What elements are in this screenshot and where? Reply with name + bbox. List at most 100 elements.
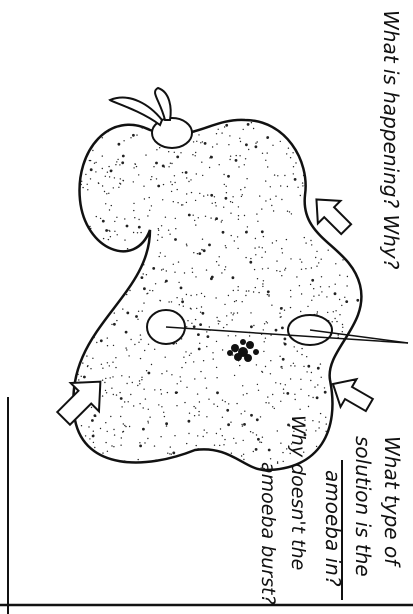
cytoplasm-dot [137, 232, 138, 233]
cytoplasm-dot [151, 205, 152, 206]
cytoplasm-dot [102, 137, 103, 138]
cytoplasm-dot [114, 434, 115, 435]
cytoplasm-dot [261, 371, 262, 372]
cytoplasm-dot [202, 175, 203, 176]
cytoplasm-dot [294, 346, 295, 347]
cytoplasm-dot [192, 268, 193, 269]
cytoplasm-dot [195, 155, 196, 156]
cytoplasm-dot [90, 160, 91, 161]
cytoplasm-dot [197, 435, 198, 436]
cytoplasm-dot [194, 378, 195, 379]
cytoplasm-dot [292, 152, 293, 153]
cytoplasm-dot [265, 160, 266, 161]
cytoplasm-dot [127, 248, 128, 249]
cytoplasm-dot [190, 295, 191, 296]
cytoplasm-dot [152, 290, 153, 291]
cytoplasm-dot [301, 348, 302, 349]
cytoplasm-dot [202, 312, 205, 315]
cytoplasm-dot [197, 393, 198, 394]
cytoplasm-dot [149, 197, 150, 198]
cytoplasm-dot [186, 245, 187, 246]
cytoplasm-dot [275, 329, 278, 332]
cytoplasm-dot [85, 174, 86, 175]
cytoplasm-dot [157, 185, 160, 188]
cytoplasm-dot [116, 161, 117, 162]
cytoplasm-dot [299, 285, 300, 286]
cytoplasm-dot [154, 445, 155, 446]
cytoplasm-dot [294, 365, 295, 366]
cytoplasm-dot [161, 237, 162, 238]
cytoplasm-dot [116, 394, 117, 395]
cytoplasm-dot [265, 180, 266, 181]
cytoplasm-dot [117, 234, 118, 235]
cytoplasm-dot [196, 308, 197, 309]
cytoplasm-dot [119, 183, 120, 184]
cytoplasm-dot [108, 131, 109, 132]
cytoplasm-dot [296, 276, 297, 277]
question-solution-type-line1: What type of [380, 436, 404, 568]
cytoplasm-dot [275, 196, 276, 197]
cytoplasm-dot [193, 325, 196, 328]
cytoplasm-dot [113, 345, 114, 346]
cytoplasm-dot [228, 403, 229, 404]
cytoplasm-dot [235, 159, 238, 162]
cytoplasm-dot [281, 275, 282, 276]
cytoplasm-dot [286, 153, 287, 154]
cytoplasm-dot [255, 254, 256, 255]
cytoplasm-dot [254, 269, 255, 270]
cytoplasm-dot [205, 216, 206, 217]
cytoplasm-dot [279, 313, 280, 314]
cytoplasm-dot [174, 152, 175, 153]
cytoplasm-dot [175, 228, 176, 229]
cytoplasm-dot [316, 266, 317, 267]
cytoplasm-dot [174, 182, 175, 183]
cytoplasm-dot [138, 342, 139, 343]
cytoplasm-dot [170, 181, 171, 182]
cytoplasm-dot [108, 239, 109, 240]
cytoplasm-dot [265, 402, 266, 403]
cytoplasm-dot [148, 409, 149, 410]
cytoplasm-dot [138, 226, 141, 229]
cytoplasm-dot [124, 425, 125, 426]
cytoplasm-dot [169, 453, 170, 454]
cytoplasm-dot [214, 196, 215, 197]
cytoplasm-dot [252, 432, 253, 433]
cytoplasm-dot [161, 393, 162, 394]
cytoplasm-dot [216, 377, 217, 378]
cytoplasm-dot [212, 203, 213, 204]
cytoplasm-dot [262, 268, 263, 269]
cytoplasm-dot [317, 311, 318, 312]
cytoplasm-dot [186, 193, 187, 194]
cytoplasm-dot [267, 294, 268, 295]
cytoplasm-dot [207, 335, 210, 338]
cytoplasm-dot [177, 189, 178, 190]
cytoplasm-dot [275, 382, 276, 383]
cytoplasm-dot [290, 378, 291, 379]
cytoplasm-dot [225, 197, 228, 200]
cytoplasm-dot [102, 168, 103, 169]
cytoplasm-dot [226, 315, 227, 316]
cytoplasm-dot [209, 167, 210, 168]
cytoplasm-dot [310, 380, 311, 381]
cytoplasm-dot [270, 458, 271, 459]
cytoplasm-dot [198, 217, 199, 218]
cytoplasm-dot [144, 442, 145, 443]
cytoplasm-dot [311, 372, 312, 373]
cytoplasm-dot [233, 438, 234, 439]
cytoplasm-dot [114, 177, 115, 178]
cytoplasm-dot [117, 159, 118, 160]
cytoplasm-dot [139, 403, 140, 404]
cytoplasm-dot [215, 297, 216, 298]
cytoplasm-dot [290, 290, 291, 291]
cytoplasm-dot [140, 358, 141, 359]
cytoplasm-dot [95, 416, 96, 417]
cytoplasm-dot [155, 459, 156, 460]
cytoplasm-dot [200, 312, 201, 313]
cytoplasm-dot [356, 299, 359, 302]
cytoplasm-dot [77, 374, 78, 375]
cytoplasm-dot [160, 436, 161, 437]
cytoplasm-dot [257, 221, 258, 222]
cytoplasm-dot [267, 268, 268, 269]
cytoplasm-dot [276, 260, 277, 261]
cytoplasm-dot [225, 266, 226, 267]
